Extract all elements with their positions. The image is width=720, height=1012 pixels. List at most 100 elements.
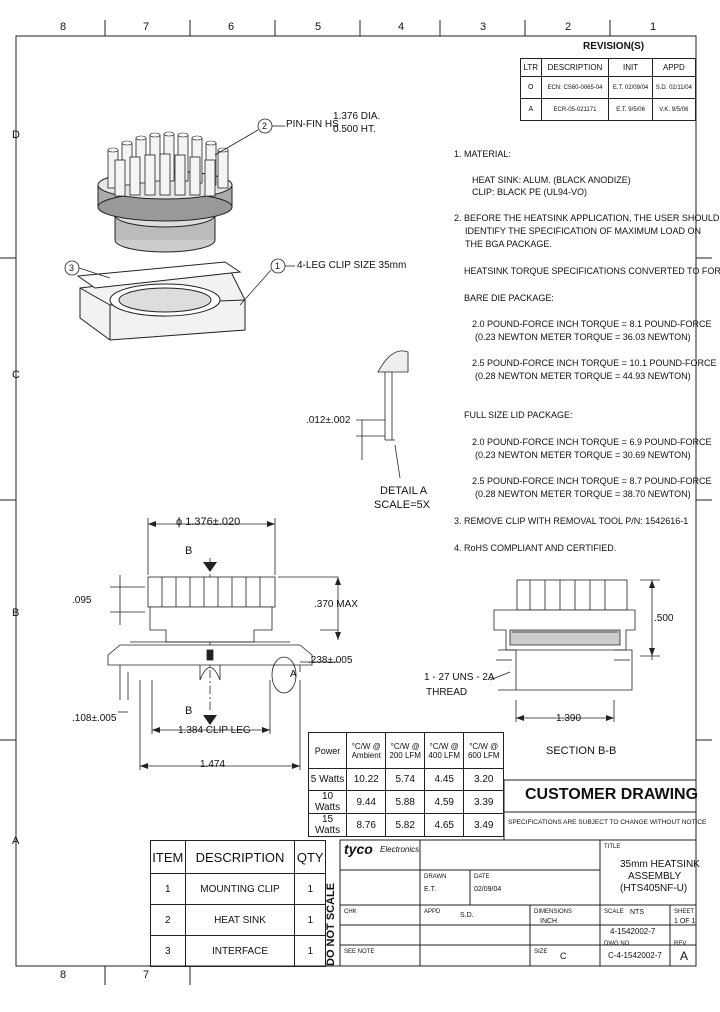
note-line: 2. BEFORE THE HEATSINK APPLICATION, THE … xyxy=(454,213,720,223)
thermal-header: °C/W @ Ambient xyxy=(346,732,387,769)
zone-label: C xyxy=(12,369,20,381)
pin-fin-label: PIN-FIN HS xyxy=(286,119,339,130)
size-label: SIZE xyxy=(534,949,548,955)
note-line: 3. REMOVE CLIP WITH REMOVAL TOOL P/N: 15… xyxy=(454,516,689,526)
dwg-no-label: DWG NO xyxy=(604,941,630,947)
zone-label: 6 xyxy=(228,21,235,33)
note-line: 1. MATERIAL: xyxy=(454,149,511,159)
rev-cell: V.K. 9/5/06 xyxy=(651,98,697,121)
dim-1390: 1.390 xyxy=(556,713,582,724)
note-line: HEAT SINK: ALUM. (BLACK ANODIZE) xyxy=(472,175,631,185)
thread-spec: 1 - 27 UNS - 2A xyxy=(424,672,495,683)
sheet-label: SHEET xyxy=(674,909,695,915)
dim-1474: 1.474 xyxy=(200,759,226,770)
bom-cell: 3 xyxy=(150,935,186,967)
thermal-cell: 3.20 xyxy=(463,768,504,791)
appd-label: APPD xyxy=(424,909,441,915)
note-line: IDENTIFY THE SPECIFICATION OF MAXIMUM LO… xyxy=(465,226,702,236)
dim-370: .370 MAX xyxy=(314,599,358,610)
thermal-cell: 10.22 xyxy=(346,768,387,791)
detail-dim: .012±.002 xyxy=(306,415,351,426)
zone-label: 2 xyxy=(565,21,572,33)
zone-label: 7 xyxy=(143,21,150,33)
note-line: BARE DIE PACKAGE: xyxy=(464,293,554,303)
bom-cell: INTERFACE xyxy=(184,935,296,967)
thermal-cell: 5.82 xyxy=(385,813,425,837)
thermal-cell: 3.39 xyxy=(463,790,504,814)
zone-label: 4 xyxy=(398,21,405,33)
dim-108: .108±.005 xyxy=(72,713,117,724)
rev-cell: E.T. 02/09/04 xyxy=(608,76,653,99)
zone-label: D xyxy=(12,129,20,141)
rev-cell: O xyxy=(520,76,542,99)
thermal-cell: 8.76 xyxy=(346,813,387,837)
drawing-title: (HTS405NF-U) xyxy=(620,883,688,894)
note-line: (0.28 NEWTON METER TORQUE = 38.70 NEWTON… xyxy=(475,489,691,499)
scale-value: NTS xyxy=(630,909,644,916)
section-marker: B xyxy=(185,705,193,717)
sheet-value: 1 OF 1 xyxy=(674,918,696,925)
units-value: INCH xyxy=(540,918,558,925)
rev-header: INIT xyxy=(608,58,653,77)
note-line: HEATSINK TORQUE SPECIFICATIONS CONVERTED… xyxy=(464,266,720,276)
detail-ref: A xyxy=(290,669,297,680)
bom-cell: 1 xyxy=(294,935,326,967)
note-line: (0.23 NEWTON METER TORQUE = 36.03 NEWTON… xyxy=(475,332,691,342)
note-line: 2.0 POUND-FORCE INCH TORQUE = 8.1 POUND-… xyxy=(472,319,712,329)
clip-label: 4-LEG CLIP SIZE 35mm xyxy=(297,260,407,271)
zone-label: 1 xyxy=(650,21,657,33)
thread-label: THREAD xyxy=(426,687,468,698)
rev-label: REV xyxy=(674,941,687,947)
rev-cell: A xyxy=(520,98,542,121)
dwg-no-value: C-4-1542002-7 xyxy=(608,951,662,960)
drawing-title: ASSEMBLY xyxy=(628,871,682,882)
bom-header: QTY xyxy=(294,840,326,874)
units-label: DIMENSIONS xyxy=(534,909,573,915)
zone-label: 8 xyxy=(60,969,67,981)
bom-header: ITEM xyxy=(150,840,186,874)
note-line: THE BGA PACKAGE. xyxy=(465,239,552,249)
bom-header: DESCRIPTION xyxy=(184,840,296,874)
rev-cell: E.T. 9/5/06 xyxy=(608,98,653,121)
customer-drawing-title: CUSTOMER DRAWING xyxy=(525,786,699,803)
thermal-header: °C/W @ 600 LFM xyxy=(463,732,504,769)
section-marker: B xyxy=(185,545,193,557)
thermal-header: Power xyxy=(307,732,348,769)
revisions-title: REVISION(S) xyxy=(583,41,645,52)
bom-cell: 1 xyxy=(294,904,326,936)
note-line: (0.23 NEWTON METER TORQUE = 30.69 NEWTON… xyxy=(475,450,691,460)
thermal-cell: 4.65 xyxy=(423,813,465,837)
thermal-cell: 15 Watts xyxy=(307,813,348,837)
callout-number: 2 xyxy=(262,121,268,131)
rev-header: DESCRIPTION xyxy=(540,58,610,77)
detail-scale: SCALE=5X xyxy=(374,499,430,511)
thermal-header: °C/W @ 200 LFM xyxy=(385,732,425,769)
chk-label: CHK xyxy=(344,909,357,915)
note-line: (0.28 NEWTON METER TORQUE = 44.93 NEWTON… xyxy=(475,371,691,381)
dim-095: .095 xyxy=(72,595,92,606)
do-not-scale: DO NOT SCALE xyxy=(325,882,337,966)
bom-cell: 1 xyxy=(150,873,186,905)
dim-1384: 1.384 CLIP LEG xyxy=(178,725,251,736)
part-number: 4-1542002-7 xyxy=(610,927,656,936)
zone-label: B xyxy=(12,607,20,619)
size-value: C xyxy=(560,951,567,961)
callout-number: 1 xyxy=(275,261,281,271)
drawn-value: E.T. xyxy=(424,886,437,893)
thermal-cell: 9.44 xyxy=(346,790,387,814)
note-line: 2.5 POUND-FORCE INCH TORQUE = 10.1 POUND… xyxy=(472,358,717,368)
zone-label: 3 xyxy=(480,21,487,33)
dia-dim: ϕ 1.376±.020 xyxy=(176,516,241,528)
rev-header: APPD xyxy=(651,58,697,77)
see-note: SEE NOTE xyxy=(344,949,375,955)
zone-label: 7 xyxy=(143,969,150,981)
thermal-cell: 4.45 xyxy=(423,768,465,791)
thermal-cell: 5.88 xyxy=(385,790,425,814)
thermal-cell: 3.49 xyxy=(463,813,504,837)
drawing-title: 35mm HEATSINK xyxy=(620,859,700,870)
thermal-cell: 5 Watts xyxy=(307,768,348,791)
dim-238: .238±.005 xyxy=(308,655,353,666)
zone-label: 5 xyxy=(315,21,322,33)
thermal-header: °C/W @ 400 LFM xyxy=(423,732,465,769)
